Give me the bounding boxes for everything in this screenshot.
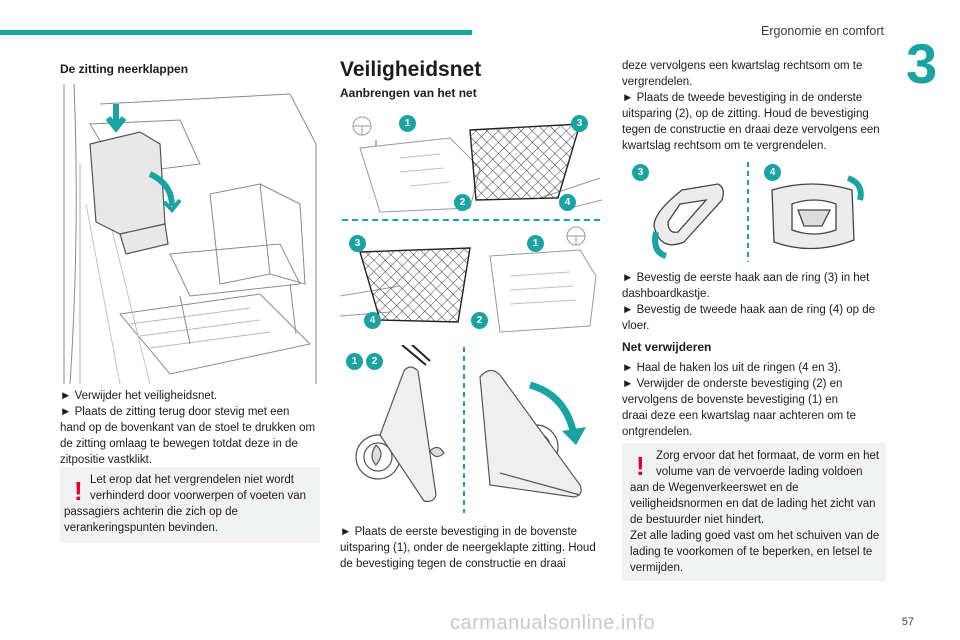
install-first-fixing-text: ► Plaats de eerste bevestiging in de bov… bbox=[340, 524, 596, 572]
seat-illustration-svg bbox=[63, 84, 317, 385]
bracket-svg bbox=[355, 345, 586, 513]
warning-box-load: ! Zorg ervoor dat het formaat, de vorm e… bbox=[622, 443, 886, 581]
net-install-illustration-bottom: 3 1 4 2 bbox=[340, 226, 602, 338]
load-warning-line-7: lading te voorkomen of te beperken, en l… bbox=[630, 546, 873, 558]
badge-4-b: 4 bbox=[364, 312, 381, 329]
badge-2: 2 bbox=[454, 194, 471, 211]
warning-line-3: passagiers achterin die zich op de bbox=[64, 506, 238, 518]
fold-seat-line-5: zitpositie vastklikt. bbox=[60, 454, 153, 466]
remove-line-5: ontgrendelen. bbox=[622, 426, 693, 438]
remove-line-2: ► Verwijder de onderste bevestiging (2) … bbox=[622, 378, 843, 390]
load-warning-line-4: veiligheidsnormen en dat de lading het z… bbox=[630, 498, 876, 510]
warning-text-load: Zorg ervoor dat het formaat, de vorm en … bbox=[656, 448, 879, 480]
load-warning-line-6: Zet alle lading goed vast om het schuive… bbox=[630, 530, 880, 542]
right-top-line-4: uitsparing (2), op de zitting. Houd de b… bbox=[622, 108, 869, 120]
figure-divider-1 bbox=[342, 219, 600, 221]
attach-hooks-text: ► Bevestig de eerste haak aan de ring (3… bbox=[622, 270, 875, 334]
warning-exclamation-icon-2: ! bbox=[636, 451, 645, 481]
right-mid-line-3: ► Bevestig de tweede haak aan de ring (4… bbox=[622, 304, 876, 316]
load-warning-line-3: aan de Wegenverkeerswet en de bbox=[630, 482, 799, 494]
badge-3-c: 3 bbox=[632, 164, 649, 181]
right-top-line-3: ► Plaats de tweede bevestiging in de ond… bbox=[622, 92, 863, 104]
install-line-2: uitsparing (1), onder de neergeklapte zi… bbox=[340, 542, 596, 554]
fold-seat-line-2: ► Plaats de zitting terug door stevig me… bbox=[60, 406, 290, 418]
install-continued-text: deze vervolgens een kwartslag rechtsom o… bbox=[622, 58, 880, 154]
remove-net-text: ► Haal de haken los uit de ringen (4 en … bbox=[622, 360, 856, 440]
fold-seat-instructions: ► Verwijder het veiligheidsnet. ► Plaats… bbox=[60, 388, 315, 468]
header-accent-bar bbox=[0, 30, 472, 35]
install-line-3: de bevestiging tegen de constructie en d… bbox=[340, 558, 566, 570]
badge-2-b: 2 bbox=[471, 312, 488, 329]
remove-line-3: vervolgens de bovenste bevestiging (1) e… bbox=[622, 394, 839, 406]
badge-3: 3 bbox=[571, 115, 588, 132]
bracket-install-illustration: 1 2 bbox=[340, 345, 602, 515]
fold-seat-line-4: de zitting omlaag te bewegen totdat deze… bbox=[60, 438, 298, 450]
watermark: carmanualsonline.info bbox=[450, 612, 656, 634]
right-top-line-1: deze vervolgens een kwartslag rechtsom o… bbox=[622, 60, 863, 72]
install-line-1: ► Plaats de eerste bevestiging in de bov… bbox=[340, 526, 578, 538]
net-bottom-svg bbox=[340, 226, 597, 333]
warning-line-4: verankeringspunten bevinden. bbox=[64, 522, 219, 534]
load-warning-line-2: volume van de vervoerde lading voldoen bbox=[656, 466, 863, 478]
subtitle-install-net: Aanbrengen van het net bbox=[340, 86, 477, 100]
load-warning-line-1: Zorg ervoor dat het formaat, de vorm en … bbox=[656, 450, 880, 462]
load-warning-line-5: de bestuurder niet hindert. bbox=[630, 514, 765, 526]
badge-1: 1 bbox=[399, 115, 416, 132]
net-install-illustration-top: 1 3 2 4 bbox=[340, 108, 602, 218]
right-top-line-6: kwartslag rechtsom om te vergrendelen. bbox=[622, 140, 827, 152]
warning-text-locking: Let erop dat het vergrendelen niet wordt… bbox=[90, 472, 306, 504]
badge-3-b: 3 bbox=[349, 235, 366, 252]
warning-box-locking: ! Let erop dat het vergrendelen niet wor… bbox=[60, 467, 320, 543]
right-top-line-5: tegen de constructie en draai deze vervo… bbox=[622, 124, 880, 136]
remove-line-1: ► Haal de haken los uit de ringen (4 en … bbox=[622, 362, 842, 374]
warning-line-1: Let erop dat het vergrendelen niet wordt bbox=[90, 474, 294, 486]
chapter-title: Ergonomie en comfort bbox=[761, 24, 884, 38]
page-number: 57 bbox=[901, 616, 914, 628]
warning-line-2: verhinderd door voorwerpen of voeten van bbox=[90, 490, 307, 502]
warning-text-locking-cont: passagiers achterin die zich op de veran… bbox=[64, 504, 238, 536]
right-mid-line-1: ► Bevestig de eerste haak aan de ring (3… bbox=[622, 272, 870, 284]
badge-4: 4 bbox=[559, 194, 576, 211]
badge-1-c: 1 bbox=[346, 353, 363, 370]
section-title-safety-net: Veiligheidsnet bbox=[340, 58, 482, 81]
seat-fold-illustration bbox=[60, 84, 318, 386]
right-mid-line-4: vloer. bbox=[622, 320, 650, 332]
load-warning-line-8: vermijden. bbox=[630, 562, 684, 574]
right-top-line-2: vergrendelen. bbox=[622, 76, 693, 88]
ring-hook-illustration: 3 4 bbox=[622, 160, 884, 264]
badge-1-b: 1 bbox=[527, 235, 544, 252]
subtitle-remove-net: Net verwijderen bbox=[622, 340, 712, 354]
fold-seat-line-3: hand op de bovenkant van de stoel te dru… bbox=[60, 422, 316, 434]
warning-exclamation-icon: ! bbox=[74, 476, 83, 506]
remove-line-4: draai deze een kwartslag naar achteren o… bbox=[622, 410, 856, 422]
badge-2-c: 2 bbox=[366, 353, 383, 370]
fold-seat-line-1: ► Verwijder het veiligheidsnet. bbox=[60, 390, 218, 402]
warning-text-load-cont: aan de Wegenverkeerswet en de veiligheid… bbox=[630, 480, 879, 576]
badge-4-c: 4 bbox=[764, 164, 781, 181]
section-heading-fold-seat: De zitting neerklappen bbox=[60, 62, 189, 76]
ring-svg bbox=[652, 162, 864, 262]
right-mid-line-2: dashboardkastje. bbox=[622, 288, 710, 300]
chapter-number: 3 bbox=[906, 32, 938, 95]
